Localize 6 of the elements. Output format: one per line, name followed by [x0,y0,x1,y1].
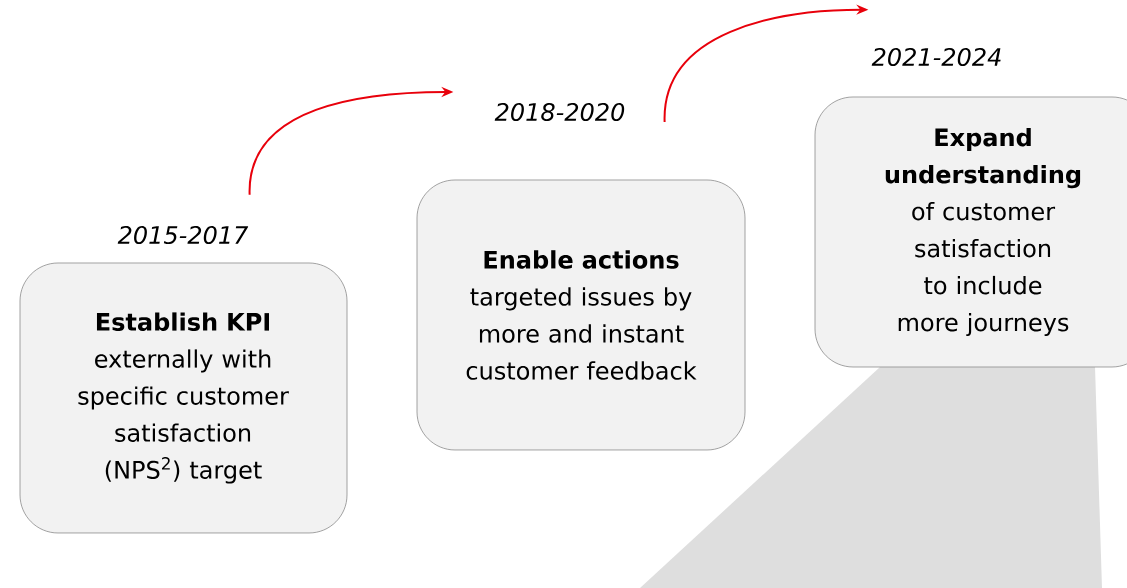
year-label: 2018-2020 [494,102,625,122]
rounded-box: Enable actions targeted issues by more and instant customer feedback [416,179,746,451]
rounded-box: Establish KPI externally with specific customer satisfaction (NPS$^{2}$) target [19,262,348,534]
rounded-box: Expand understanding of customer satisfaction to include more journeys [814,96,1127,368]
year-label: 2015-2017 [117,225,249,245]
year-label: 2021-2024 [871,47,1001,67]
